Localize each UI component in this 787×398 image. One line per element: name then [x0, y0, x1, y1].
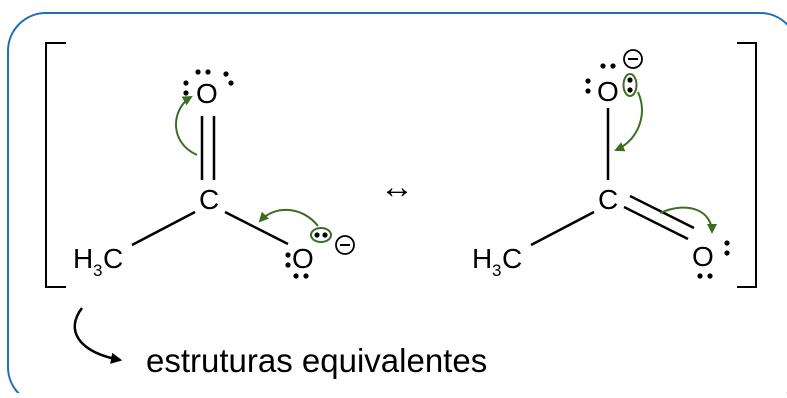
lone-pair-dot: [293, 273, 299, 279]
resonance-arrow: ↔: [380, 168, 414, 206]
bond-ch3-c: [530, 210, 595, 247]
structure-right: H 3 C C O O: [472, 49, 730, 280]
lone-pair-dot: [627, 87, 633, 93]
methyl-c: C: [103, 243, 123, 274]
lone-pair-dot: [223, 71, 229, 77]
lone-pair-dot: [195, 69, 201, 75]
negative-charge-icon: [335, 235, 355, 255]
lone-pair-dot: [627, 77, 633, 83]
bond-c-o-double-1: [623, 205, 689, 241]
lone-pair-dot: [314, 232, 320, 238]
negative-charge-icon: [623, 49, 643, 69]
lone-pair-dot: [183, 90, 189, 96]
methyl-subscript: 3: [492, 261, 501, 280]
lone-pair-dot: [285, 252, 291, 258]
bond-c-o-single: [224, 210, 289, 246]
right-bracket: [737, 42, 757, 288]
lone-pair-dot: [600, 63, 606, 69]
frame-border: [7, 12, 787, 398]
lone-pair-dot: [322, 232, 328, 238]
lone-pair-dot: [697, 273, 703, 279]
lone-pair-dot: [707, 273, 713, 279]
methyl-subscript: 3: [93, 261, 102, 280]
oxygen-bottom: O: [292, 243, 314, 274]
oxygen-bottom: O: [692, 241, 714, 272]
lone-pair-highlight: [310, 227, 332, 243]
curved-arrow-icon: [175, 95, 198, 156]
methyl-h: H: [73, 243, 93, 274]
curved-arrow-icon: [614, 91, 643, 152]
lone-pair-dot: [183, 80, 189, 86]
lone-pair-dot: [724, 240, 730, 246]
central-carbon: C: [598, 184, 618, 215]
caption-text: estruturas equivalentes: [146, 342, 487, 379]
lone-pair-dot: [585, 78, 591, 84]
oxygen-top: O: [196, 78, 218, 109]
lone-pair-dot: [285, 262, 291, 268]
lone-pair-dot: [610, 63, 616, 69]
bond-ch3-c: [131, 210, 196, 247]
oxygen-top: O: [597, 76, 619, 107]
lone-pair-dot: [303, 273, 309, 279]
lone-pair-dot: [205, 69, 211, 75]
central-carbon: C: [199, 184, 219, 215]
lone-pair-dot: [724, 250, 730, 256]
lone-pair-dot: [228, 80, 234, 86]
curved-arrow-icon: [258, 208, 319, 227]
left-bracket: [45, 42, 66, 288]
structure-left: H 3 C C O O: [73, 69, 355, 280]
lone-pair-dot: [585, 88, 591, 94]
lone-pair-highlight: [622, 73, 638, 97]
curved-arrow-icon: [659, 206, 717, 234]
methyl-c: C: [502, 243, 522, 274]
curved-arrow-icon: [73, 307, 123, 364]
methyl-h: H: [472, 243, 492, 274]
